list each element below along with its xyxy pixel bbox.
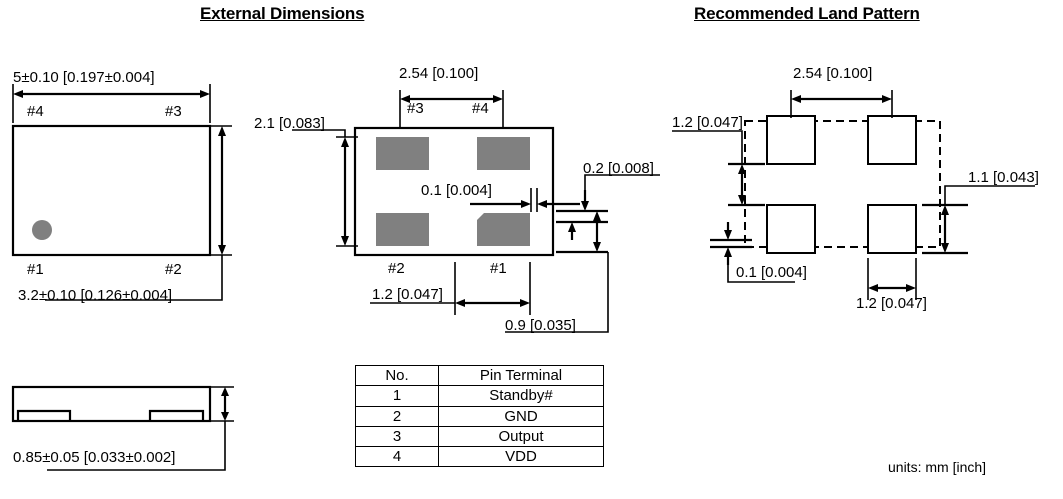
table-header-pin-terminal: Pin Terminal <box>438 364 604 387</box>
land-pattern-pitch-dim-label: 2.54 [0.100] <box>793 65 873 82</box>
top-view-pin2-label: #2 <box>165 261 182 278</box>
land-pattern-clearance-dim-label: 0.1 [0.004] <box>736 264 807 281</box>
land-pad-top-left <box>766 115 816 165</box>
table-cell-terminal: VDD <box>438 445 604 468</box>
land-pattern-vertical-dimension <box>672 130 765 207</box>
land-pattern-pad-width-dimension <box>867 258 917 300</box>
bottom-view-pad-height-dimension <box>292 129 358 247</box>
table-cell-no: 2 <box>355 405 439 427</box>
table-row: 2 GND <box>355 405 604 427</box>
bottom-view-pitch-dimension <box>399 90 504 128</box>
bottom-view-pad-height-dim-label: 2.1 [0.083] <box>254 115 325 132</box>
land-pattern-pad-height-dim-label: 1.1 [0.043] <box>968 169 1039 186</box>
table-row: 4 VDD <box>355 445 604 468</box>
bottom-view-edge-dim-label: 0.2 [0.008] <box>583 160 654 177</box>
table-row: 1 Standby# <box>355 385 604 407</box>
table-cell-terminal: GND <box>438 405 604 427</box>
side-view <box>11 385 234 471</box>
top-view-pin4-label: #4 <box>27 103 44 120</box>
bottom-view-offset-dimension <box>370 252 609 333</box>
bottom-view-edge-dimension <box>556 174 660 254</box>
units-note: units: mm [inch] <box>888 459 987 475</box>
land-pad-bottom-right <box>867 204 917 254</box>
title-recommended-land-pattern: Recommended Land Pattern <box>694 4 920 23</box>
table-row: 3 Output <box>355 425 604 448</box>
bottom-view-gap-dimension <box>470 188 580 212</box>
table-cell-no: 3 <box>355 425 439 448</box>
table-cell-terminal: Standby# <box>438 385 604 407</box>
table-header-no: No. <box>355 364 439 387</box>
land-pad-bottom-left <box>766 204 816 254</box>
land-pattern-pad-height-dimension <box>922 185 1035 255</box>
title-external-dimensions: External Dimensions <box>200 4 365 23</box>
table-cell-no: 4 <box>355 445 439 468</box>
table-header-row: No. Pin Terminal <box>355 364 604 387</box>
bottom-view-pad-1 <box>477 213 530 246</box>
top-view-height-dimension <box>45 125 232 301</box>
land-pattern-pitch-dimension <box>790 90 893 118</box>
bottom-view-pitch-dim-label: 2.54 [0.100] <box>399 65 479 82</box>
bottom-view-offset-dim-label: 1.2 [0.047] <box>372 286 443 303</box>
bottom-view-pad-3 <box>376 137 429 170</box>
bottom-view-pad-width-dim-label: 0.9 [0.035] <box>505 317 576 334</box>
bottom-view-pin3-label: #3 <box>407 100 424 117</box>
side-view-thickness-dim-label: 0.85±0.05 [0.033±0.002] <box>13 449 176 466</box>
table-cell-no: 1 <box>355 385 439 407</box>
bottom-view-pin2-label: #2 <box>388 260 405 277</box>
pin1-marker-dot <box>32 220 52 240</box>
bottom-view-pad-4 <box>477 137 530 170</box>
bottom-view-pin1-label: #1 <box>490 260 507 277</box>
top-view-pin3-label: #3 <box>165 103 182 120</box>
top-view-width-dim-label: 5±0.10 [0.197±0.004] <box>13 69 155 86</box>
land-pattern-clearance-dimension <box>710 222 795 283</box>
table-cell-terminal: Output <box>438 425 604 448</box>
land-pattern-pad-width-dim-label: 1.2 [0.047] <box>856 295 927 312</box>
land-pattern-vertical-dim-label: 1.2 [0.047] <box>672 114 743 131</box>
pin-terminal-table: No. Pin Terminal 1 Standby# 2 GND 3 Outp… <box>355 364 604 468</box>
top-view-height-dim-label: 3.2±0.10 [0.126±0.004] <box>18 287 173 304</box>
bottom-view-pad-2 <box>376 213 429 246</box>
bottom-view-gap-dim-label: 0.1 [0.004] <box>421 182 492 199</box>
land-pad-top-right <box>867 115 917 165</box>
land-pattern-outline <box>744 120 941 248</box>
bottom-view-pin4-label: #4 <box>472 100 489 117</box>
top-view-width-dimension <box>12 84 211 123</box>
top-view-pin1-label: #1 <box>27 261 44 278</box>
